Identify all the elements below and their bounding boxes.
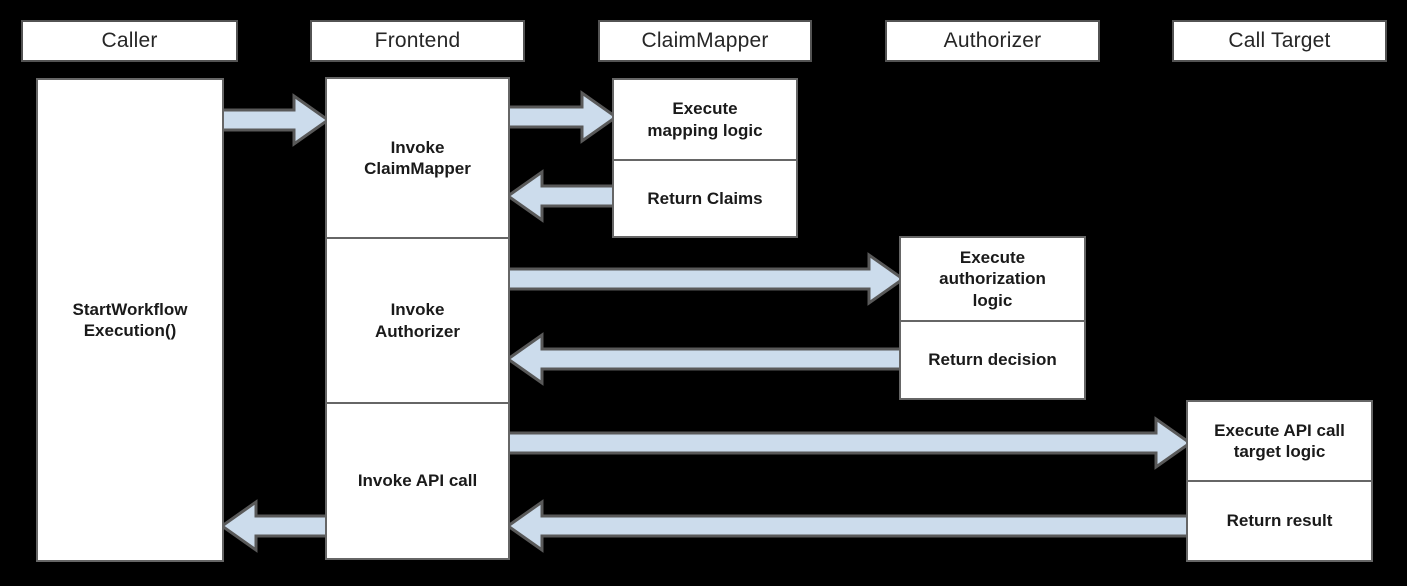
participant-header-calltarget[interactable]: Call Target (1172, 20, 1387, 62)
cell-label: Return decision (928, 350, 1057, 370)
lifeline-cell-calltarget-return-result: Return result (1188, 480, 1371, 560)
participant-label: ClaimMapper (641, 29, 769, 52)
message-arrow-frontend-to-calltarget[interactable] (506, 416, 1193, 470)
participant-label: Caller (101, 29, 158, 52)
cell-label: Return Claims (647, 188, 763, 208)
message-arrow-frontend-to-caller[interactable] (219, 499, 330, 553)
lifeline-cell-authorizer-return-decision: Return decision (901, 320, 1084, 398)
message-arrow-caller-to-frontend[interactable] (220, 93, 331, 147)
message-arrow-calltarget-to-frontend[interactable] (505, 499, 1192, 553)
participant-label: Call Target (1228, 29, 1331, 52)
message-arrow-frontend-to-authorizer[interactable] (506, 252, 906, 306)
participant-header-caller[interactable]: Caller (21, 20, 238, 62)
participant-label: Authorizer (943, 29, 1042, 52)
message-arrow-authorizer-to-frontend[interactable] (505, 332, 905, 386)
message-arrow-frontend-to-claimmapper[interactable] (506, 90, 619, 144)
lifeline-cell-claimmapper-return-claims: Return Claims (614, 159, 796, 236)
message-arrow-claimmapper-to-frontend[interactable] (505, 169, 618, 223)
cell-label: Return result (1226, 511, 1333, 531)
participant-header-claimmapper[interactable]: ClaimMapper (598, 20, 812, 62)
participant-header-authorizer[interactable]: Authorizer (885, 20, 1100, 62)
cell-label: Invoke API call (357, 471, 478, 491)
participant-label: Frontend (374, 29, 461, 52)
lifeline-cell-frontend-invoke-api-call: Invoke API call (327, 402, 508, 558)
participant-header-frontend[interactable]: Frontend (310, 20, 525, 62)
